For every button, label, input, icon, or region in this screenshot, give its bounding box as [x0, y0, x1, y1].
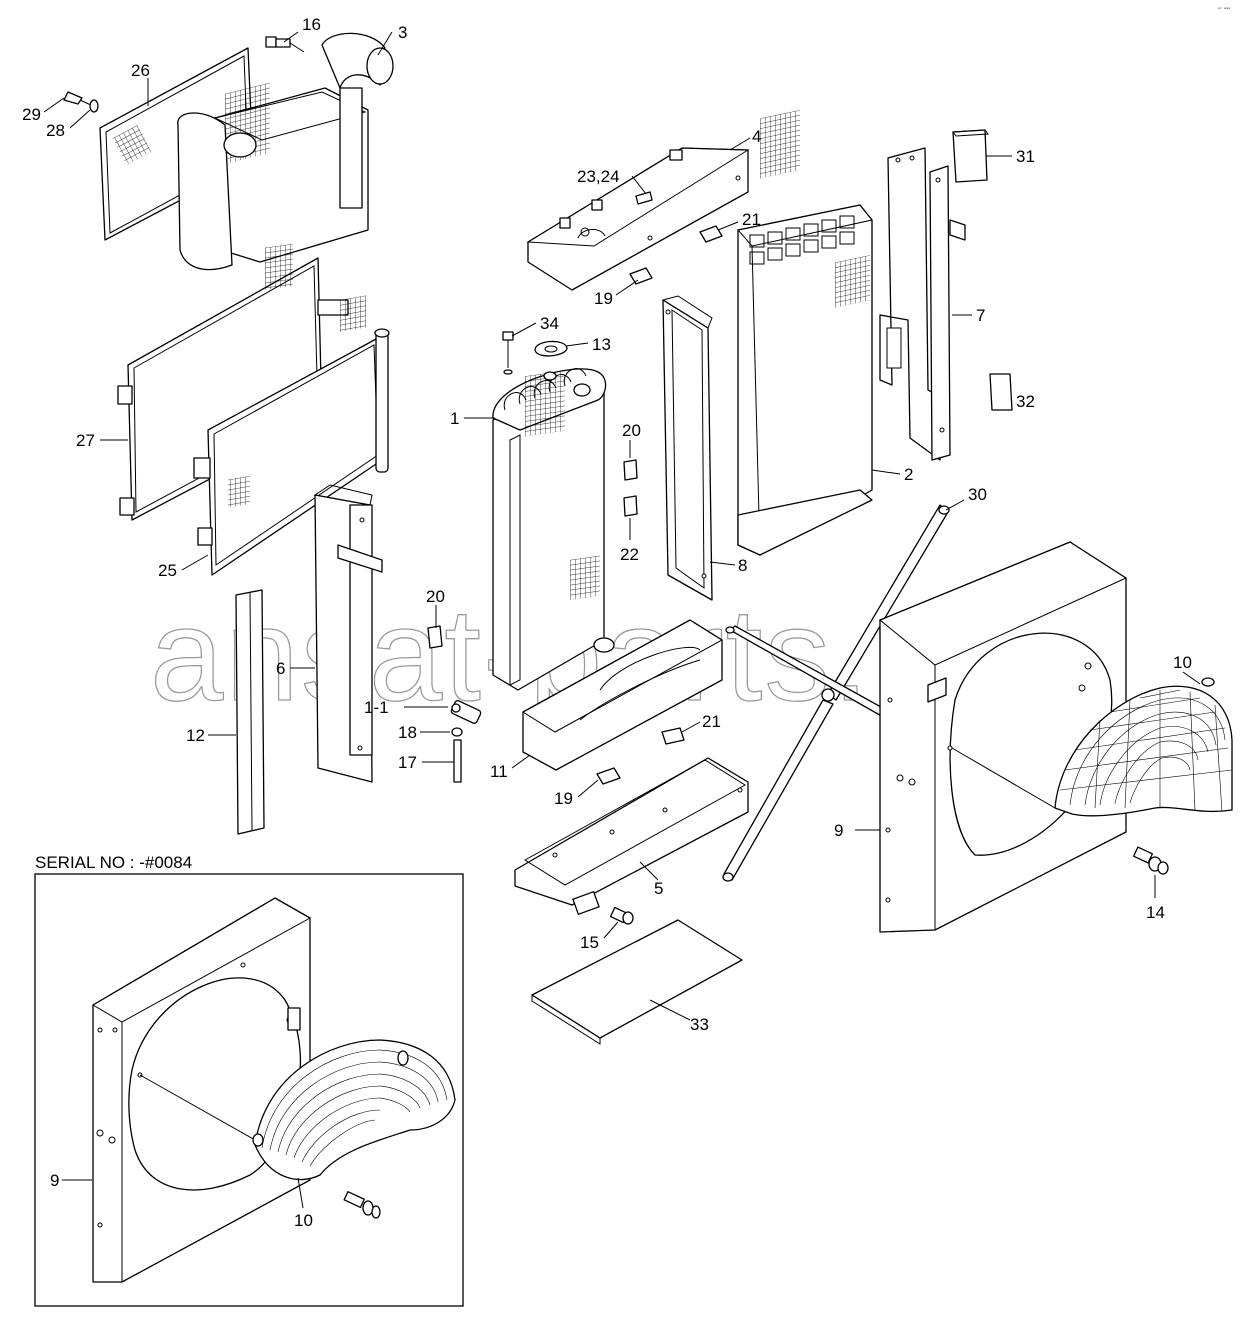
callout-label: 27: [76, 431, 95, 450]
callout-label: 15: [580, 933, 599, 952]
part-1-radiator: [492, 368, 615, 691]
callout-label: 18: [398, 723, 417, 742]
callout-label: 2: [904, 465, 913, 484]
part-12-channel: [235, 589, 265, 835]
callout-label: 4: [752, 127, 761, 146]
part-4-top-bracket: [526, 147, 750, 291]
pad-20-lower: [427, 625, 443, 649]
callout-label: 25: [158, 561, 177, 580]
callout-label: 22: [620, 545, 639, 564]
leader-lines: [43, 31, 1201, 1021]
bolt-34-icon: [502, 331, 514, 375]
callout-label: 28: [46, 121, 65, 140]
callout-label: 23,24: [577, 167, 620, 186]
callout-label: 10: [294, 1211, 313, 1230]
pad-21-top: [699, 225, 723, 243]
part-11-lower-shroud: [522, 619, 723, 771]
bolt-15-icon: [609, 906, 634, 925]
callout-label: 21: [742, 210, 761, 229]
part-10-fan-guard: [1054, 677, 1233, 817]
callout-label: 9: [50, 1171, 59, 1190]
callout-label: 19: [594, 289, 613, 308]
callout-label: 10: [1173, 653, 1192, 672]
wing-bolt-29-icon: [63, 91, 94, 107]
oring-18-icon: [451, 727, 463, 737]
callout-label: 16: [302, 15, 321, 34]
callout-label: 19: [554, 789, 573, 808]
pad-31: [952, 129, 988, 183]
callout-label: 11: [490, 762, 508, 781]
pad-32: [989, 373, 1013, 411]
part-6-vertical-bracket: [313, 484, 383, 783]
callout-label: 20: [426, 587, 445, 606]
bolt-16-icon: [265, 36, 305, 53]
corner-mark: ▪▫ ▪▪▪: [1218, 6, 1230, 12]
inset-title: SERIAL NO : -#0084: [35, 853, 192, 872]
hose-17: [453, 739, 462, 783]
callout-label: 30: [968, 485, 987, 504]
callout-label: 32: [1016, 392, 1035, 411]
part-7-side-bracket: [879, 147, 966, 461]
callout-label: 8: [738, 556, 747, 575]
callout-label: 9: [834, 821, 843, 840]
pad-20-upper: [623, 459, 638, 481]
callout-labels: 16 3 26 29 28 4 23,24 21 31 19 34 13 7 3…: [22, 15, 1192, 1230]
callout-label: 33: [690, 1015, 709, 1034]
bolt-14-icon: [1132, 846, 1169, 875]
callout-label: 29: [22, 105, 41, 124]
inset-serial-panel: [34, 873, 464, 1307]
part-33-sheet: [531, 919, 743, 1045]
callout-label: 1: [450, 409, 459, 428]
callout-label: 20: [622, 421, 641, 440]
callout-label: 6: [276, 659, 285, 678]
callout-label: 12: [186, 726, 205, 745]
callout-label: 17: [398, 753, 417, 772]
callout-label: 34: [540, 314, 559, 333]
part-8-frame: [661, 295, 713, 601]
callout-label: 1-1: [364, 698, 389, 717]
callout-label: 21: [702, 712, 721, 731]
callout-label: 7: [976, 306, 985, 325]
callout-label: 5: [654, 879, 663, 898]
callout-label: 14: [1146, 903, 1165, 922]
callout-label: 31: [1016, 147, 1035, 166]
pad-21-lower: [661, 727, 685, 745]
pad-22: [623, 495, 638, 517]
pad-19-top: [629, 267, 653, 285]
callout-label: 3: [398, 23, 407, 42]
callout-label: 26: [131, 61, 150, 80]
part-3-intercooler: [177, 32, 394, 271]
gasket-13-icon: [534, 340, 568, 357]
part-5-bottom-bracket: [514, 757, 749, 915]
part-2-cooler-core: [737, 109, 873, 556]
callout-label: 13: [592, 335, 611, 354]
washer-28-icon: [89, 99, 99, 113]
pad-19-lower: [596, 767, 621, 785]
part-25-screen-panel: [193, 295, 390, 576]
valve-1-1-icon: [450, 700, 482, 724]
